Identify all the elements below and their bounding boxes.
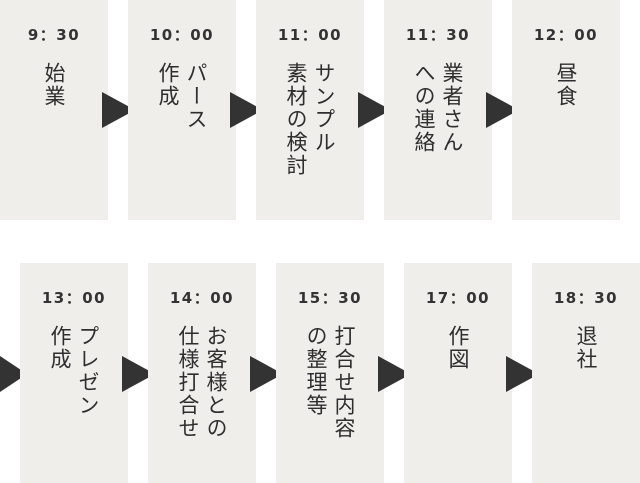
step-label: プレゼン 作成 [48, 325, 100, 417]
step-label: 打合せ内容 の整理等 [304, 325, 356, 440]
schedule-step: 18：30 退社 [532, 263, 640, 483]
step-label: 始業 [42, 62, 66, 108]
schedule-step: 9：30 始業 [0, 0, 108, 220]
step-label: パース 作成 [156, 62, 208, 131]
step-time: 13：00 [41, 289, 107, 307]
step-time: 17：00 [425, 289, 491, 307]
step-time: 14：00 [169, 289, 235, 307]
step-time: 18：30 [553, 289, 619, 307]
step-label: 退社 [574, 325, 598, 371]
step-label: 昼食 [554, 62, 578, 108]
step-time: 15：30 [297, 289, 363, 307]
step-time: 11：00 [277, 26, 343, 44]
schedule-step: 11：00 サンプル 素材の検討 [256, 0, 364, 220]
step-time: 9：30 [27, 26, 81, 44]
step-label: サンプル 素材の検討 [284, 62, 336, 177]
step-time: 11：30 [405, 26, 471, 44]
step-label: 作図 [446, 325, 470, 371]
schedule-step: 15：30 打合せ内容 の整理等 [276, 263, 384, 483]
step-label: 業者さん への連絡 [412, 62, 464, 154]
step-label: お客様との 仕様打合せ [176, 325, 228, 440]
schedule-step: 17：00 作図 [404, 263, 512, 483]
step-time: 12：00 [533, 26, 599, 44]
schedule-step: 12：00 昼食 [512, 0, 620, 220]
schedule-step: 10：00 パース 作成 [128, 0, 236, 220]
schedule-step: 13：00 プレゼン 作成 [20, 263, 128, 483]
schedule-step: 14：00 お客様との 仕様打合せ [148, 263, 256, 483]
step-time: 10：00 [149, 26, 215, 44]
schedule-step: 11：30 業者さん への連絡 [384, 0, 492, 220]
